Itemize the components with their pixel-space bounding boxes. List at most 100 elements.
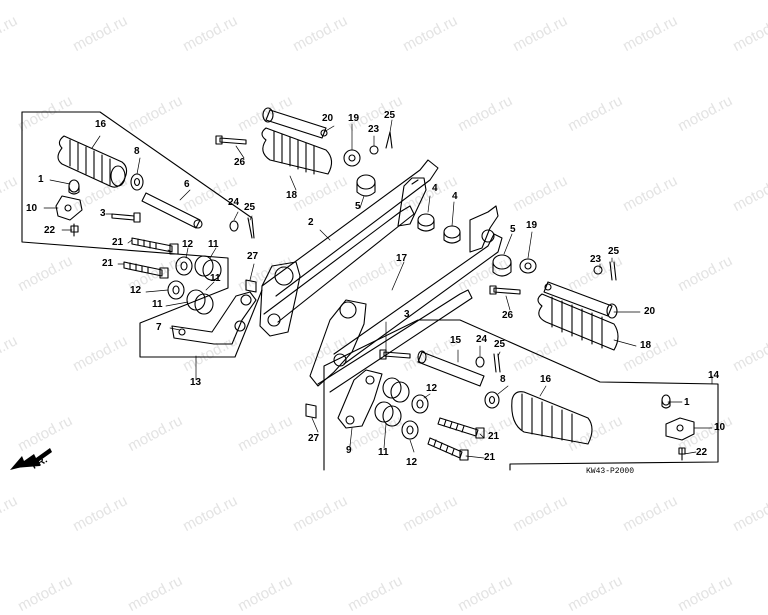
washer-23-right: [593, 265, 603, 275]
callout-2: 2: [308, 217, 314, 228]
callout-12-a: 12: [130, 285, 142, 296]
callout-1-left: 1: [38, 174, 44, 185]
callout-24-left: 24: [228, 197, 240, 208]
footpeg-rubber-18-right: [537, 293, 619, 351]
footpeg-rubber-16-left: [57, 135, 128, 188]
callout-21-c: 21: [488, 431, 500, 442]
cotter-pin-25-right: [609, 261, 617, 281]
callout-25-d: 25: [494, 339, 506, 350]
cotter-pin-25-lower: [493, 353, 501, 373]
bolt-3-right: [379, 349, 411, 360]
bolt-22-left: [70, 223, 79, 237]
nut-27-left: [245, 279, 257, 293]
watermark-text: motod.ru: [345, 572, 406, 615]
pin-20-left: [262, 107, 328, 139]
callout-19-right: 19: [526, 220, 538, 231]
callout-6: 6: [184, 179, 190, 190]
callout-26-left: 26: [234, 157, 246, 168]
callout-21-a: 21: [112, 237, 124, 248]
callout-1-right: 1: [684, 397, 690, 408]
callout-7: 7: [156, 322, 162, 333]
watermark-text: motod.ru: [15, 572, 76, 615]
washer-8-left: [130, 173, 144, 191]
callout-24-right: 24: [476, 334, 488, 345]
callout-20-left: 20: [322, 113, 334, 124]
bracket-10-left: [55, 195, 83, 221]
footpeg-rubber-16-right: [511, 391, 593, 445]
callout-23-right: 23: [590, 254, 602, 265]
callout-12-c: 12: [426, 383, 438, 394]
callout-25-b: 25: [384, 110, 396, 121]
bolt-21-lower-right: [427, 437, 469, 461]
collar-4-lower: [443, 225, 461, 244]
bolt-21-lower-left: [123, 261, 169, 279]
washer-23-left: [369, 145, 379, 155]
watermark-text: motod.ru: [565, 572, 626, 615]
washer-8-right: [484, 391, 500, 409]
callout-11-c: 11: [210, 273, 221, 284]
callout-9: 9: [346, 445, 352, 456]
bushing-11-lower-left: [186, 289, 214, 315]
callout-12-d: 12: [406, 457, 418, 468]
callout-23-left: 23: [368, 124, 380, 135]
bracket-plate-7: [171, 291, 257, 345]
parts-diagram: [10, 107, 719, 471]
callout-4-b: 4: [452, 191, 458, 202]
bolt-21-upper-right: [437, 417, 485, 439]
bolt-22-right: [678, 447, 686, 461]
callout-27-b: 27: [308, 433, 320, 444]
cotter-pin-25-left: [247, 217, 255, 239]
callout-18-left: 18: [286, 190, 298, 201]
footpeg-bar-15: [417, 350, 485, 387]
collar-4-upper: [417, 213, 435, 232]
watermark-text: motod.ru: [125, 572, 186, 615]
callout-10-right: 10: [714, 422, 726, 433]
bushing-11-upper-left: [194, 255, 222, 281]
washer-19-right: [519, 258, 537, 274]
callout-27-a: 27: [247, 251, 259, 262]
callout-11-d: 11: [378, 447, 389, 458]
collar-12-upper-right: [411, 394, 429, 414]
step-bracket-2: [259, 159, 439, 337]
bolt-26-right: [489, 285, 521, 295]
callout-25-c: 25: [608, 246, 620, 257]
footpeg-rubber-18-left: [261, 127, 333, 175]
callout-19-left: 19: [348, 113, 360, 124]
cotter-pin-25-upper: [385, 131, 393, 149]
callout-3-right: 3: [404, 309, 410, 320]
callout-26-right: 26: [502, 310, 514, 321]
reference-code: KW43-P2000: [586, 467, 635, 476]
bracket-14-outline: [323, 319, 719, 471]
watermark-text: motod.ru: [235, 572, 296, 615]
step-bracket-17: [309, 205, 503, 393]
pin-20-right: [543, 281, 618, 319]
callout-10-left: 10: [26, 203, 38, 214]
callout-21-d: 21: [484, 452, 496, 463]
collar-5-left: [356, 174, 376, 197]
callout-5-left: 5: [355, 201, 361, 212]
callout-8-right: 8: [500, 374, 506, 385]
callout-17: 17: [396, 253, 408, 264]
bracket-10-right: [665, 417, 695, 441]
footpeg-bar-6: [141, 192, 203, 229]
callout-16-left: 16: [95, 119, 107, 130]
collar-12-upper-left: [175, 256, 193, 276]
callout-21-b: 21: [102, 258, 114, 269]
spring-24-right: [475, 356, 485, 368]
callout-4-a: 4: [432, 183, 438, 194]
callout-3-left: 3: [100, 208, 106, 219]
callout-11-b: 11: [208, 239, 219, 250]
callout-5-right: 5: [510, 224, 516, 235]
bracket-plate-9: [337, 369, 383, 429]
bushing-11-upper-right: [382, 377, 410, 403]
callout-22-left: 22: [44, 225, 56, 236]
callout-13: 13: [190, 377, 202, 388]
spring-24-left: [229, 220, 239, 232]
watermark-text: motod.ru: [675, 572, 736, 615]
callout-15: 15: [450, 335, 462, 346]
collar-5-right: [492, 254, 512, 277]
washer-19-left: [343, 149, 361, 167]
collar-12-lower-right: [401, 420, 419, 440]
bracket-13-outline: [21, 111, 263, 358]
bushing-11-lower-right: [374, 401, 402, 427]
